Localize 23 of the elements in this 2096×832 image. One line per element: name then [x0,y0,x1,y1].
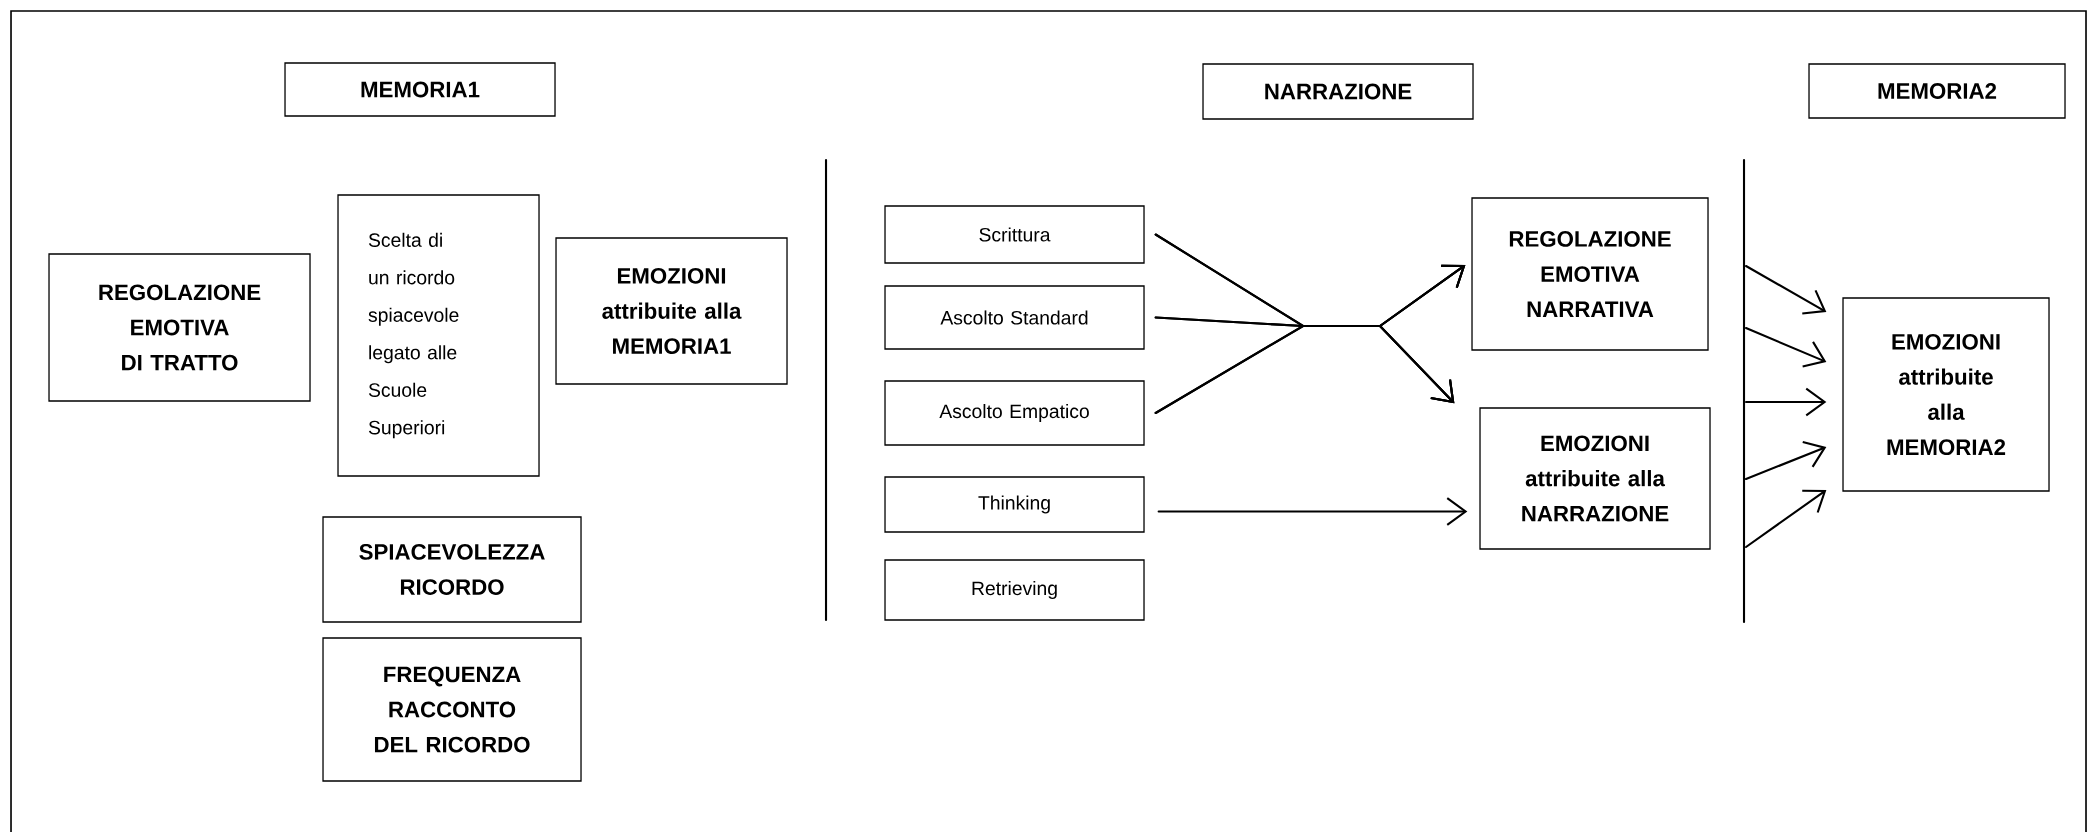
variable-box: REGOLAZIONE EMOTIVA NARRATIVA [1471,197,1709,351]
condition-box: Ascolto Empatico [884,380,1145,446]
condition-box: Ascolto Standard [884,285,1145,350]
arrow [1744,326,1827,368]
arrow [1744,441,1827,481]
arrow [1744,264,1827,315]
variable-box: EMOZIONI attribuite alla NARRAZIONE [1479,407,1711,550]
arrow [1744,489,1827,549]
condition-box: Thinking [884,476,1145,533]
text-box: Scelta di un ricordo spiacevole legato alle Scuole Superiori [337,194,540,477]
section-heading-box: MEMORIA1 [284,62,556,117]
condition-box: Retrieving [884,559,1145,621]
variable-box: REGOLAZIONE EMOTIVA DI TRATTO [48,253,311,402]
condition-box: Scrittura [884,205,1145,264]
variable-box: FREQUENZA RACCONTO DEL RICORDO [322,637,582,782]
variable-box: EMOZIONI attribuite alla MEMORIA2 [1842,297,2050,492]
arrow [1744,387,1827,417]
variable-box: SPIACEVOLEZZA RICORDO [322,516,582,623]
section-heading-box: MEMORIA2 [1808,63,2066,119]
section-heading-box: NARRAZIONE [1202,63,1474,120]
variable-box: EMOZIONI attribuite alla MEMORIA1 [555,237,788,385]
arrow [1154,324,1455,415]
arrow [1157,497,1468,526]
